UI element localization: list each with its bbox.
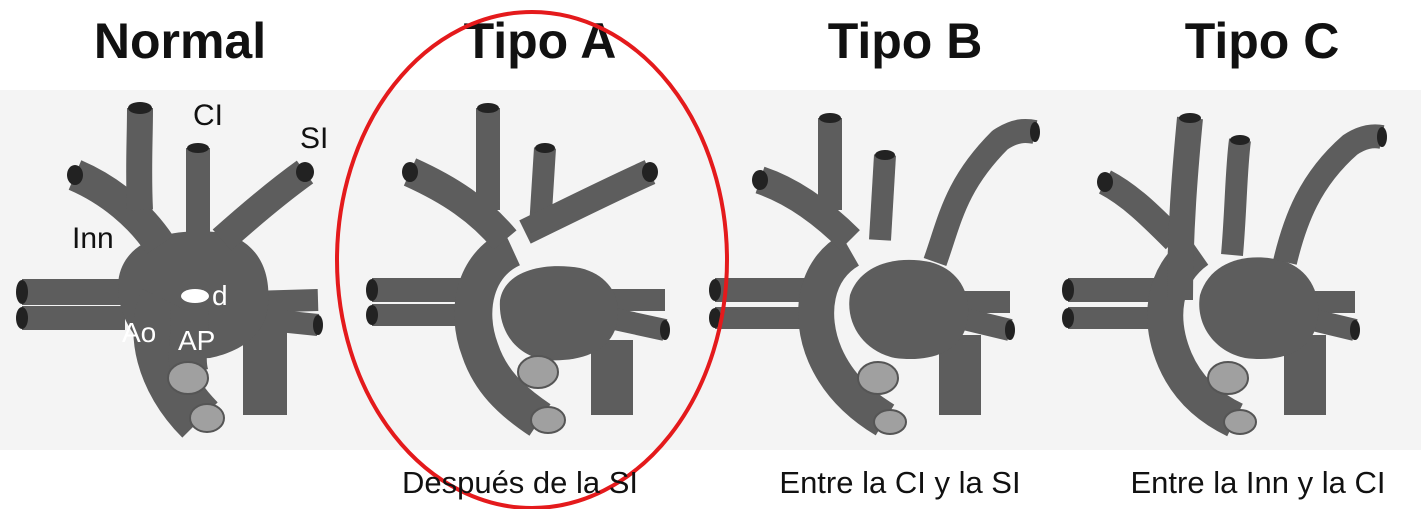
caption-tipo-c: Entre la Inn y la CI (1130, 465, 1385, 500)
vessel-cap (296, 162, 314, 182)
left-carotid (869, 154, 896, 241)
aortic-valve (1223, 409, 1257, 435)
pulmonary-trunk (499, 266, 619, 361)
vessel-cap (1377, 127, 1387, 147)
caption-tipo-b: Entre la CI y la SI (779, 465, 1020, 500)
ascending-aorta (133, 288, 219, 438)
title-tipo-c: Tipo C (1185, 13, 1340, 69)
left-subclavian (212, 160, 314, 251)
pulmonary-valve (1207, 361, 1249, 395)
vessel-cap (660, 320, 670, 340)
ascending-aorta (454, 230, 551, 436)
vessel-cap (313, 315, 323, 335)
vessel-cap (709, 308, 721, 328)
left-subclavian (519, 160, 656, 244)
title-tipo-b: Tipo B (828, 13, 983, 69)
panel-tipo-b (709, 113, 1040, 436)
label-ao: Ao (122, 317, 156, 348)
vessel-cap (477, 103, 499, 113)
pulmonary-valve (517, 355, 559, 389)
vessel-cap (1097, 172, 1113, 192)
label-si: SI (300, 122, 328, 155)
ductus-marker (181, 289, 209, 303)
vessel-cap (366, 279, 378, 301)
vessel-cap (535, 143, 555, 153)
vessel-cap (1062, 308, 1074, 328)
pulmonary-trunk (1199, 257, 1319, 360)
vessel-cap (1062, 279, 1074, 301)
vessel-cap (16, 307, 28, 329)
label-d: d (212, 280, 228, 311)
left-subclavian (1273, 124, 1385, 265)
panel-tipo-c (1062, 113, 1387, 437)
ascending-aorta (798, 234, 895, 436)
vessel-cap (1030, 122, 1040, 142)
innominate-artery (1098, 170, 1185, 250)
pulmonary-artery-right-lower (607, 307, 668, 341)
vessel-cap (402, 162, 418, 182)
vessel-cap (875, 150, 895, 160)
left-carotid (1221, 138, 1251, 256)
title-tipo-a: Tipo A (464, 13, 617, 69)
vessel-cap (1179, 113, 1201, 123)
highlight-ellipse (335, 10, 729, 509)
title-normal: Normal (94, 13, 266, 69)
vessel-cap (709, 279, 721, 301)
vessel-cap (1230, 135, 1250, 145)
left-subclavian (923, 119, 1038, 267)
innominate-artery (403, 158, 517, 250)
vessel-cap (366, 305, 378, 325)
vessel-cap (642, 162, 658, 182)
label-ap: AP (178, 325, 215, 356)
pulmonary-artery-right-lower (957, 307, 1013, 341)
label-inn: Inn (72, 222, 114, 255)
panel-normal: CI SI Inn d Ao AP (16, 99, 328, 438)
pulmonary-trunk (849, 259, 969, 360)
pulmonary-valve (167, 361, 209, 395)
vessel-cap (1350, 320, 1360, 340)
panel-tipo-a (366, 103, 670, 436)
vessel-cap (819, 113, 841, 123)
vessel-cap (1005, 320, 1015, 340)
vessel-cap (752, 170, 768, 190)
aortic-valve (873, 409, 907, 435)
vessel-cap (67, 165, 83, 185)
caption-tipo-a: Después de la SI (402, 465, 638, 500)
vessel-cap (187, 143, 209, 153)
aortic-valve (530, 406, 566, 434)
label-ci: CI (193, 99, 223, 132)
pulmonary-valve (857, 361, 899, 395)
vessel-cap (16, 280, 28, 304)
right-carotid (1167, 116, 1203, 301)
innominate-artery (68, 160, 174, 255)
vessel-cap (128, 102, 152, 114)
innominate-artery (755, 166, 860, 250)
right-carotid (126, 107, 153, 211)
aortic-valve (189, 403, 225, 433)
